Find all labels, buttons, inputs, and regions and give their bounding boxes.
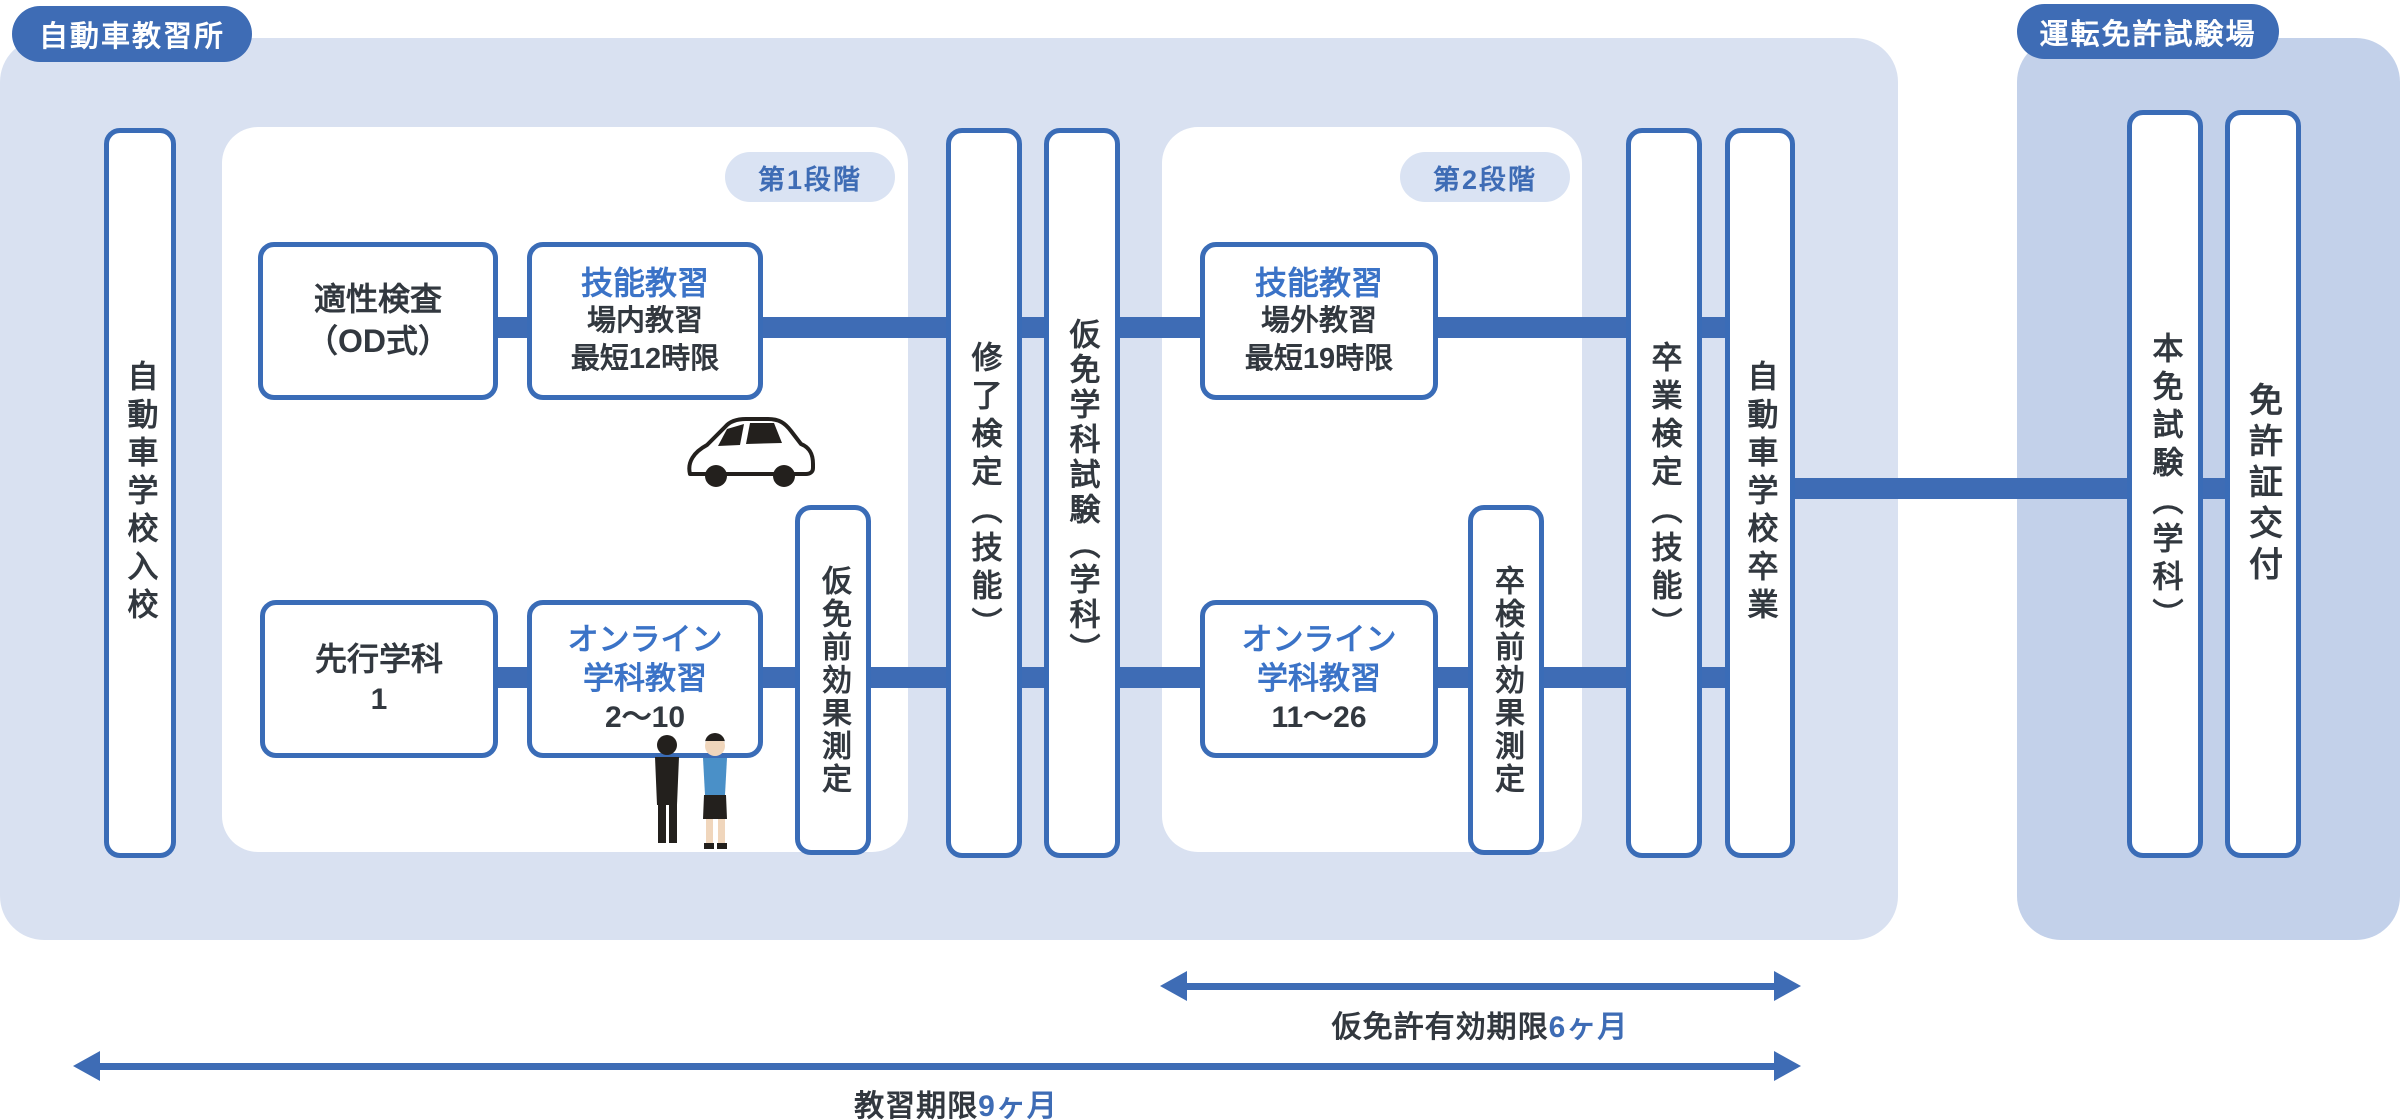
graduation-test-box: 卒業検定（技能） [1626, 128, 1702, 858]
graduation-test-label: 卒業検定（技能） [1646, 341, 1682, 645]
provisional-exam-box: 仮免学科試験（学科） [1044, 128, 1120, 858]
provisional-validity-label-text: 仮免許有効期限 [1331, 1011, 1549, 1044]
provisional-validity-arrowhead-right [1774, 971, 1801, 1001]
preceding-subject-number: 1 [370, 683, 388, 717]
final-exam-box: 本免試験（学科） [2127, 110, 2203, 858]
car-icon [687, 417, 815, 487]
pre-graduation-effect-box: 卒検前効果測定 [1468, 505, 1544, 855]
aptitude-test-line1: 適性検査 [313, 281, 442, 318]
school-graduation-label: 自動車学校卒業 [1742, 360, 1778, 626]
completion-test-label: 修了検定（技能） [966, 341, 1002, 645]
license-issuance-box: 免許証交付 [2225, 110, 2301, 858]
provisional-validity-arrow [1171, 983, 1790, 990]
training-deadline-label: 教習期限9ヶ月 [706, 1081, 1206, 1120]
online-training2-title2: 学科教習 [1257, 660, 1381, 696]
skill-training2-line2: 最短19時限 [1244, 343, 1394, 375]
pre-provisional-effect-box: 仮免前効果測定 [795, 505, 871, 855]
stage2-pill: 第2段階 [1400, 152, 1570, 202]
online-training1-title1: オンライン [567, 621, 723, 657]
license-issuance-label: 免許証交付 [2243, 381, 2282, 587]
stage1-pill: 第1段階 [725, 152, 895, 202]
driving-school-badge-label: 自動車教習所 [38, 21, 225, 53]
school-entry-box: 自動車学校入校 [104, 128, 176, 858]
online-training1-title2: 学科教習 [583, 660, 707, 696]
pre-provisional-effect-label: 仮免前効果測定 [817, 564, 850, 796]
training-deadline-label-value: 9ヶ月 [978, 1090, 1058, 1120]
aptitude-test-box: 適性検査 （OD式） [258, 242, 498, 400]
driving-school-badge: 自動車教習所 [12, 6, 252, 62]
online-training2-box: オンライン 学科教習 11〜26 [1200, 600, 1438, 758]
preceding-subject-box: 先行学科 1 [260, 600, 498, 758]
license-center-badge-label: 運転免許試験場 [2039, 18, 2257, 51]
stage2-pill-label: 第2段階 [1432, 164, 1538, 195]
skill-training1-title: 技能教習 [580, 265, 709, 302]
online-training2-title1: オンライン [1241, 621, 1397, 657]
online-training2-range: 11〜26 [1271, 701, 1367, 735]
preceding-subject-line1: 先行学科 [314, 640, 443, 677]
final-exam-label: 本免試験（学科） [2147, 332, 2183, 636]
provisional-validity-label: 仮免許有効期限6ヶ月 [1180, 1002, 1780, 1046]
skill-training1-line1: 場内教習 [586, 305, 703, 338]
completion-test-box: 修了検定（技能） [946, 128, 1022, 858]
training-deadline-arrowhead-right [1774, 1051, 1801, 1081]
skill-training2-title: 技能教習 [1254, 265, 1383, 302]
row1-connector-line [490, 317, 1770, 338]
skill-training1-box: 技能教習 場内教習 最短12時限 [527, 242, 763, 400]
stage1-pill-label: 第1段階 [757, 164, 863, 195]
provisional-validity-label-value: 6ヶ月 [1548, 1011, 1629, 1044]
training-deadline-arrowhead-left [73, 1051, 100, 1081]
online-training1-box: オンライン 学科教習 2〜10 [527, 600, 763, 758]
skill-training1-line2: 最短12時限 [570, 343, 720, 375]
training-deadline-label-text: 教習期限 [854, 1090, 979, 1120]
pre-graduation-effect-label: 卒検前効果測定 [1490, 564, 1523, 796]
school-graduation-box: 自動車学校卒業 [1725, 128, 1795, 858]
aptitude-test-line2: （OD式） [305, 323, 450, 359]
school-entry-label: 自動車学校入校 [122, 360, 158, 626]
students-icon [655, 733, 727, 849]
license-center-badge: 運転免許試験場 [2017, 4, 2279, 59]
skill-training2-line1: 場外教習 [1260, 305, 1377, 338]
provisional-exam-label: 仮免学科試験（学科） [1064, 318, 1100, 668]
skill-training2-box: 技能教習 場外教習 最短19時限 [1200, 242, 1438, 400]
training-deadline-arrow [84, 1063, 1790, 1070]
online-training1-range: 2〜10 [604, 701, 686, 735]
provisional-validity-arrowhead-left [1160, 971, 1187, 1001]
